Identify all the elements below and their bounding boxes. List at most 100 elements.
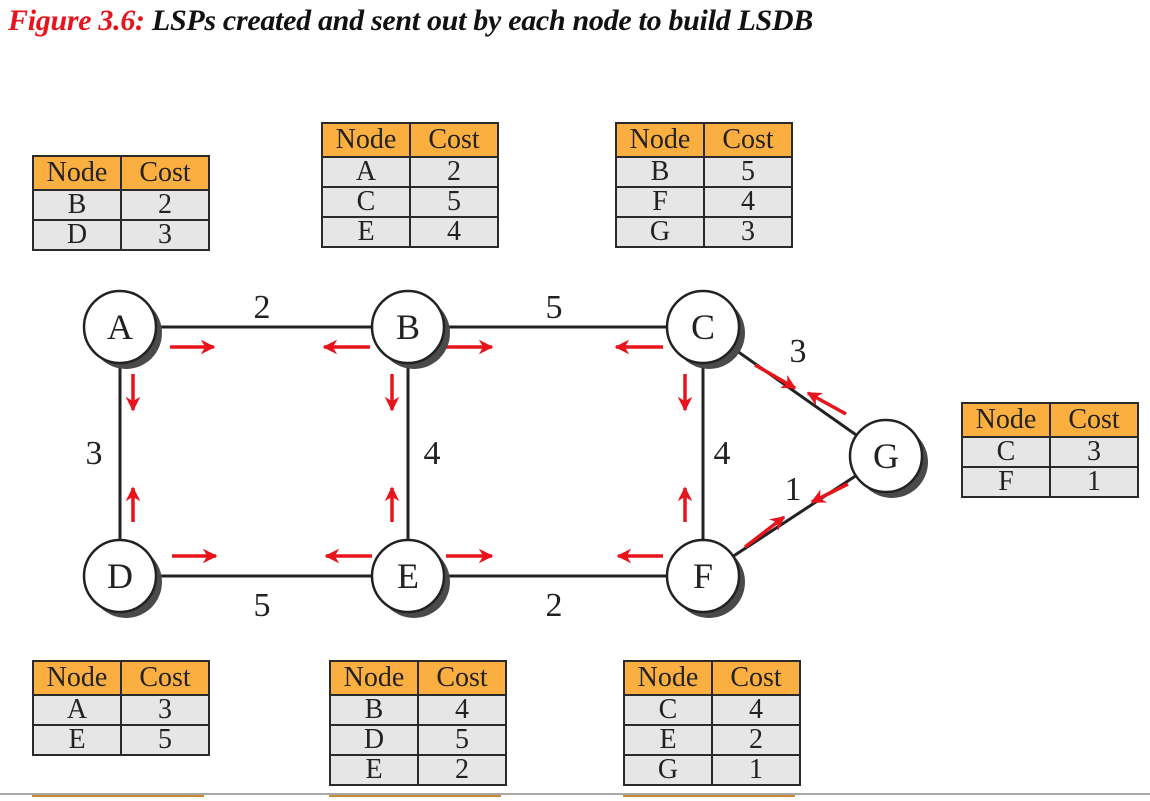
cell-node: C	[961, 436, 1051, 468]
header-cost: Cost	[120, 155, 210, 191]
cell-node: F	[615, 186, 705, 218]
edge-cost-label: 2	[254, 289, 271, 326]
node-g: G	[848, 418, 928, 498]
node-b: B	[370, 289, 450, 369]
edge-cost-label: 3	[790, 333, 807, 370]
page-divider	[0, 793, 1150, 795]
cell-cost: 4	[703, 186, 793, 218]
lsp-flow-arrow-icon	[810, 482, 849, 504]
cell-node: E	[321, 216, 411, 248]
figure-title: Figure 3.6: LSPs created and sent out by…	[8, 4, 813, 38]
edge-cost-label: 1	[785, 471, 802, 508]
cell-cost: 1	[1049, 466, 1139, 498]
next-table-edge	[32, 795, 204, 797]
cell-node: F	[961, 466, 1051, 498]
header-cost: Cost	[417, 660, 507, 696]
cell-cost: 2	[120, 189, 210, 221]
cell-cost: 4	[711, 694, 801, 726]
cell-cost: 2	[711, 724, 801, 756]
cell-cost: 4	[409, 216, 499, 248]
edge-cost-label: 5	[254, 587, 271, 624]
node-label: D	[107, 556, 133, 596]
edge-cost-label: 4	[424, 435, 441, 472]
header-node: Node	[329, 660, 419, 696]
cell-cost: 5	[120, 724, 210, 756]
node-a: A	[82, 289, 162, 369]
header-node: Node	[321, 122, 411, 158]
edge-cost-label: 3	[86, 435, 103, 472]
node-circle	[848, 418, 924, 494]
cell-cost: 5	[417, 724, 507, 756]
header-cost: Cost	[711, 660, 801, 696]
node-label: A	[107, 307, 133, 347]
edge-cost-label: 5	[546, 289, 563, 326]
cell-node: E	[623, 724, 713, 756]
node-label: C	[691, 307, 715, 347]
cell-node: D	[329, 724, 419, 756]
header-node: Node	[623, 660, 713, 696]
lsp-flow-arrow-icon	[743, 515, 786, 549]
figure-label: Figure 3.6:	[8, 4, 145, 37]
node-circle	[370, 538, 446, 614]
cell-cost: 3	[120, 219, 210, 251]
cell-node: E	[32, 724, 122, 756]
cell-node: A	[32, 694, 122, 726]
cell-cost: 3	[703, 216, 793, 248]
cell-node: C	[623, 694, 713, 726]
header-node: Node	[961, 402, 1051, 438]
cell-node: B	[329, 694, 419, 726]
node-label: B	[396, 307, 420, 347]
node-circle	[82, 538, 158, 614]
header-node: Node	[32, 660, 122, 696]
cell-node: A	[321, 156, 411, 188]
edge-cost-label: 4	[714, 435, 731, 472]
lsp-flow-arrow-icon	[806, 391, 847, 416]
node-label: F	[693, 556, 713, 596]
node-circle	[370, 289, 446, 365]
header-cost: Cost	[1049, 402, 1139, 438]
next-table-edge	[623, 795, 795, 797]
header-cost: Cost	[120, 660, 210, 696]
cell-node: G	[623, 754, 713, 786]
cell-cost: 1	[711, 754, 801, 786]
cell-node: E	[329, 754, 419, 786]
cell-cost: 4	[417, 694, 507, 726]
lsp-flow-arrow-icon	[754, 363, 797, 390]
node-e: E	[370, 538, 450, 618]
node-circle	[665, 289, 741, 365]
node-label: E	[397, 556, 419, 596]
header-node: Node	[32, 155, 122, 191]
header-cost: Cost	[703, 122, 793, 158]
next-table-edge	[329, 795, 501, 797]
node-circle	[82, 289, 158, 365]
cell-cost: 5	[409, 186, 499, 218]
header-cost: Cost	[409, 122, 499, 158]
cell-node: D	[32, 219, 122, 251]
node-d: D	[82, 538, 162, 618]
cell-cost: 3	[120, 694, 210, 726]
